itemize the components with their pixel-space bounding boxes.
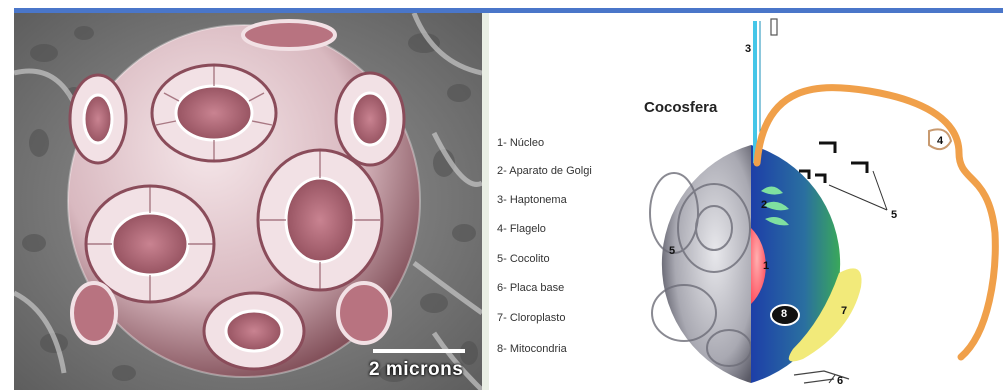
label-coccolith-right: 5: [891, 209, 897, 221]
panel-divider: [482, 13, 489, 390]
label-base-plate: 6: [837, 375, 843, 387]
legend-item: 6- Placa base: [497, 282, 647, 294]
label-coccolith-left: 5: [669, 245, 675, 257]
scale-label: 2 microns: [369, 359, 473, 381]
label-mitochondrion: 8: [781, 308, 787, 320]
coccolith-symbols: [799, 143, 867, 183]
scale-bar-group: 2 microns: [361, 349, 473, 385]
legend-item: 8- Mitocondria: [497, 343, 647, 355]
label-haptonema: 3: [745, 43, 751, 55]
coccosphere-photo-illustration: [14, 13, 482, 390]
label-chloroplast: 7: [841, 305, 847, 317]
legend-item: 2- Aparato de Golgi: [497, 165, 647, 177]
scale-bar: [373, 349, 465, 353]
coccosphere-diagram: Cocosfera 1- Núcleo 2- Aparato de Golgi …: [489, 13, 1003, 390]
label-flagellum: 4: [937, 135, 943, 147]
legend-item: 7- Cloroplasto: [497, 312, 647, 324]
legend-item: 3- Haptonema: [497, 194, 647, 206]
label-nucleus: 1: [763, 260, 769, 272]
legend-item: 1- Núcleo: [497, 137, 647, 149]
label-golgi: 2: [761, 199, 767, 211]
legend-item: 5- Cocolito: [497, 253, 647, 265]
sem-photo: 2 microns: [14, 13, 482, 390]
diagram-title: Cocosfera: [644, 99, 717, 116]
legend-item: 4- Flagelo: [497, 223, 647, 235]
